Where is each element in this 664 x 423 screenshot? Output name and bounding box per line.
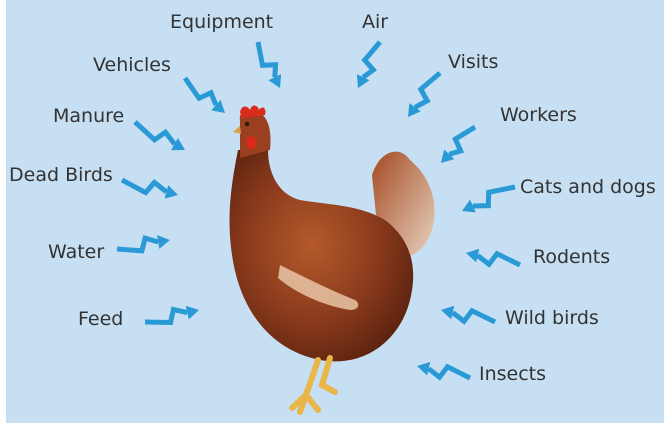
hen-illustration: [230, 105, 435, 412]
arrow-shaft: [415, 73, 440, 107]
arrow-shaft: [363, 42, 380, 77]
source-label-feed: Feed: [78, 310, 123, 329]
arrow-shaft: [449, 127, 475, 154]
source-label-dead-birds: Dead Birds: [9, 166, 113, 185]
source-label-cats-and-dogs: Cats and dogs: [520, 178, 656, 197]
source-label-insects: Insects: [479, 365, 546, 384]
zigzag-arrow-icon-air: [357, 42, 380, 88]
arrow-shaft: [473, 187, 515, 206]
zigzag-arrow-icon-water: [117, 235, 170, 251]
zigzag-arrow-icon-workers: [441, 127, 475, 163]
zigzag-arrow-icon-vehicles: [185, 78, 225, 113]
arrow-head: [157, 235, 170, 249]
arrow-shaft: [429, 367, 470, 378]
zigzag-arrow-icon-dead-birds: [122, 180, 178, 199]
zigzag-arrow-icon-rodents: [466, 249, 520, 265]
hen-leg-right: [322, 358, 335, 392]
source-label-equipment: Equipment: [170, 13, 273, 32]
source-label-air: Air: [362, 13, 388, 32]
zigzag-arrow-icon-wild-birds: [441, 306, 495, 322]
arrow-shaft: [145, 310, 187, 323]
zigzag-arrow-icon-insects: [417, 362, 470, 378]
hen-beak: [233, 126, 241, 134]
arrow-shaft: [258, 42, 276, 77]
source-label-workers: Workers: [500, 106, 577, 125]
source-label-water: Water: [48, 243, 104, 262]
hen-eye: [245, 122, 250, 127]
arrow-shaft: [122, 180, 166, 193]
zigzag-arrow-icon-feed: [145, 306, 199, 323]
arrow-shaft: [117, 238, 158, 251]
arrow-head: [186, 306, 199, 320]
zigzag-arrow-icon-equipment: [258, 42, 281, 88]
arrow-head: [165, 185, 178, 199]
source-label-vehicles: Vehicles: [93, 56, 171, 75]
arrow-shaft: [478, 254, 520, 265]
arrow-shaft: [185, 78, 216, 105]
arrow-head: [417, 362, 430, 376]
source-label-rodents: Rodents: [533, 248, 610, 267]
source-label-wild-birds: Wild birds: [505, 309, 599, 328]
hen-leg-left: [292, 360, 318, 412]
zigzag-arrow-icon-cats-and-dogs: [462, 187, 515, 212]
arrow-head: [466, 249, 479, 263]
arrow-shaft: [135, 122, 175, 144]
zigzag-arrow-icon-visits: [408, 73, 440, 117]
source-label-manure: Manure: [53, 107, 124, 126]
source-label-visits: Visits: [448, 53, 498, 72]
arrow-shaft: [453, 311, 495, 322]
arrow-head: [441, 306, 454, 320]
zigzag-arrow-icon-manure: [135, 122, 185, 150]
